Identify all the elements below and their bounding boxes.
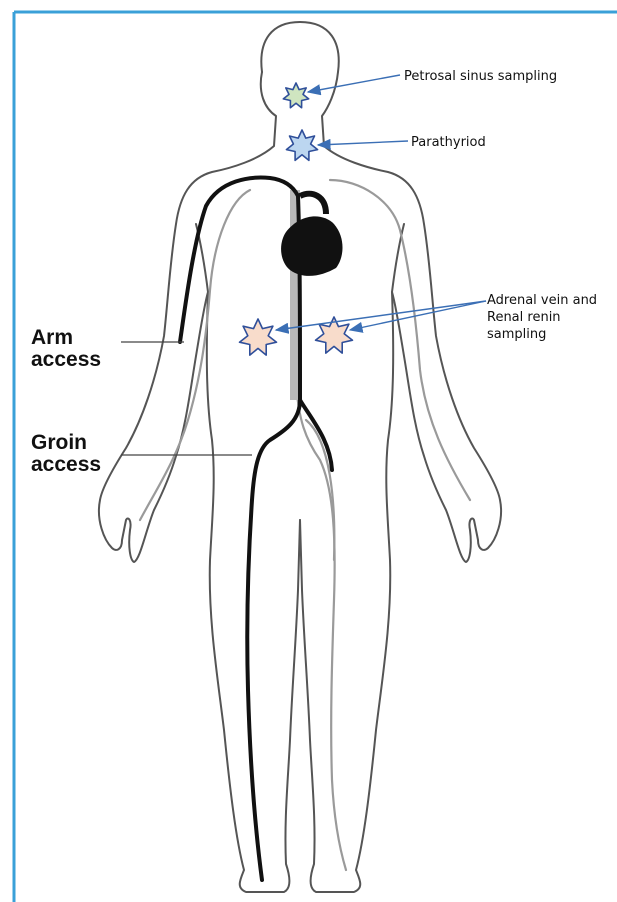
catheter-path xyxy=(180,178,332,880)
groin-access-label: Groin access xyxy=(31,432,101,476)
arm-access-label: Arm access xyxy=(31,327,101,371)
arrow-petrosal xyxy=(308,75,400,92)
parathyroid-star-icon xyxy=(286,130,317,160)
arm-access-line-2: access xyxy=(31,349,101,371)
arrow-parathyroid xyxy=(318,141,408,145)
arrow-adrenal-right xyxy=(350,301,486,330)
adrenal-label-line-1: Adrenal vein and xyxy=(487,292,597,309)
petrosal-sinus-label: Petrosal sinus sampling xyxy=(404,68,557,85)
parathyroid-label: Parathyriod xyxy=(411,134,486,151)
arrow-adrenal-left xyxy=(276,301,486,330)
adrenal-label-line-2: Renal renin xyxy=(487,309,597,326)
adrenal-left-star-icon xyxy=(240,319,277,355)
groin-access-line-1: Groin xyxy=(31,432,101,454)
adrenal-label-line-3: sampling xyxy=(487,326,597,343)
access-leader-lines xyxy=(121,342,252,455)
groin-access-line-2: access xyxy=(31,454,101,476)
annotation-arrows xyxy=(276,75,486,330)
arm-access-line-1: Arm xyxy=(31,327,101,349)
adrenal-renal-label: Adrenal vein and Renal renin sampling xyxy=(487,292,597,343)
petrosal-star-icon xyxy=(283,83,308,108)
heart-vessel xyxy=(300,194,326,214)
